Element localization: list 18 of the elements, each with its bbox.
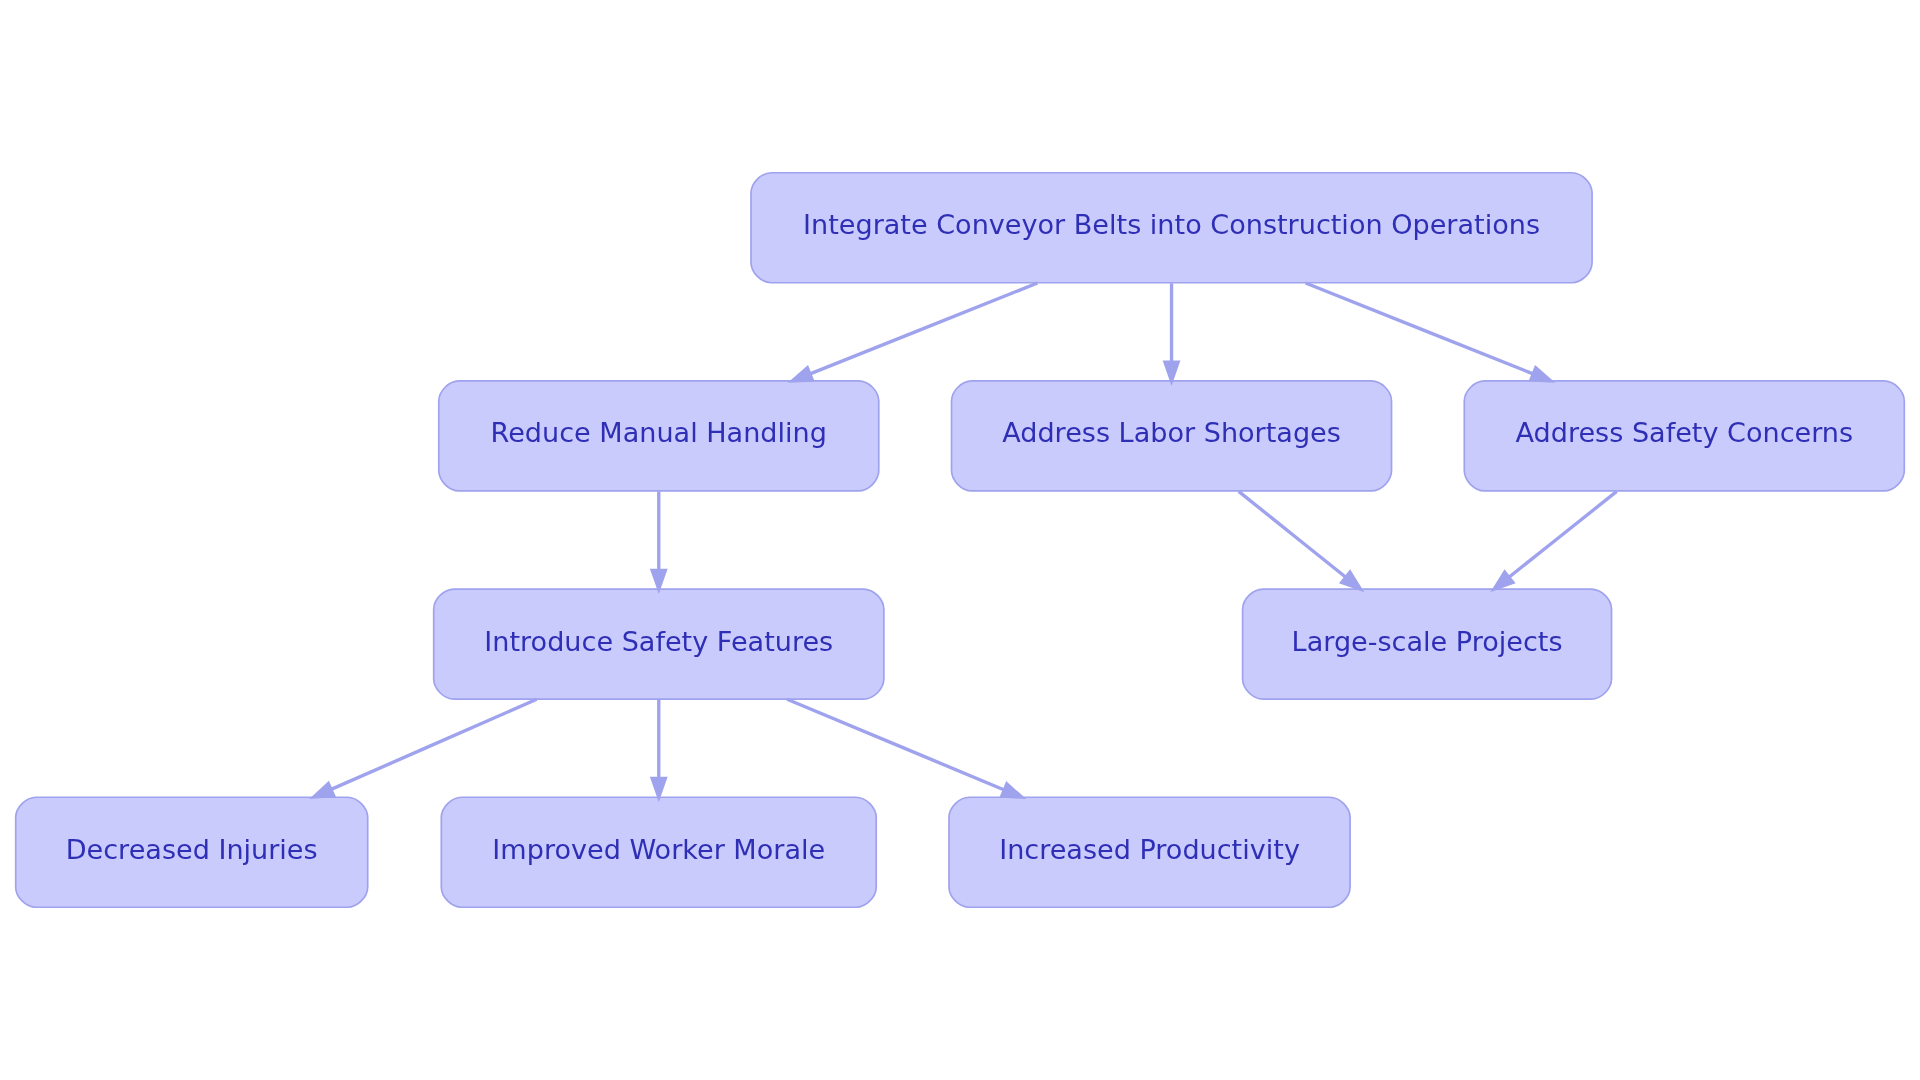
node-box: Reduce Manual Handling (437, 380, 880, 492)
arrow (649, 491, 668, 595)
node-box: Integrate Conveyor Belts into Construction Operations (750, 171, 1593, 284)
node-box: Introduce Safety Features (432, 588, 885, 700)
node-box: Address Labor Shortages (950, 380, 1393, 492)
arrow (649, 699, 668, 803)
arrow (309, 697, 538, 799)
arrow (786, 697, 1027, 800)
arrow (1162, 283, 1181, 386)
arrow (1304, 281, 1556, 383)
node-box: Large-scale Projects (1241, 588, 1613, 700)
arrow (787, 281, 1039, 383)
node-box: Address Safety Concerns (1463, 380, 1906, 492)
node-box: Improved Worker Morale (440, 796, 878, 909)
node-box: Decreased Injuries (14, 796, 369, 909)
arrow (1237, 490, 1365, 593)
arrow (1490, 490, 1618, 593)
node-box: Increased Productivity (948, 796, 1351, 909)
